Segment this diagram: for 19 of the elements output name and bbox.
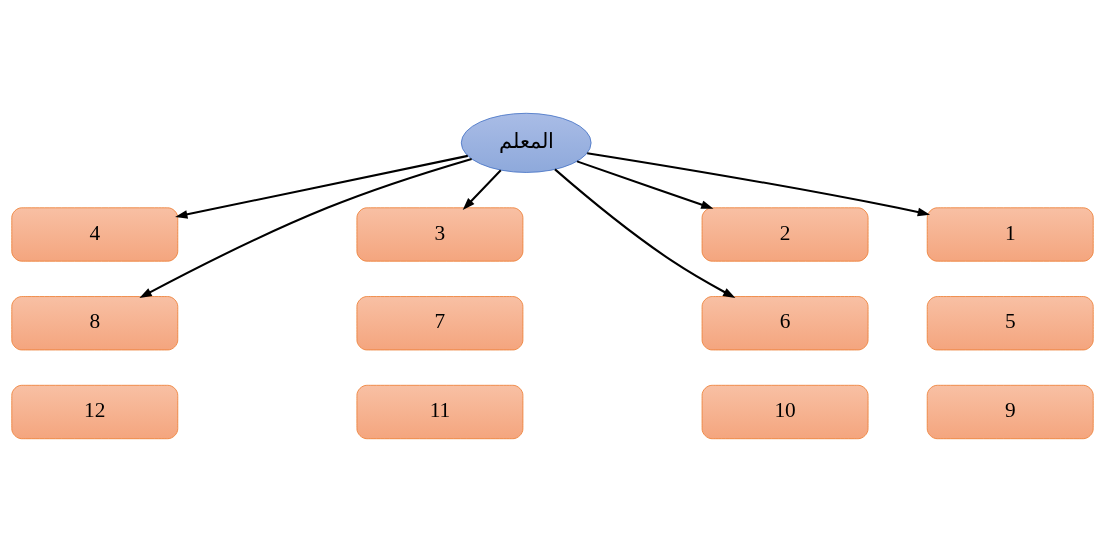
node-box: 8 (11, 296, 179, 351)
node-ellipse: المعلم (460, 112, 592, 173)
node-box: 2 (701, 207, 869, 262)
arrow (554, 168, 736, 298)
node-box: 7 (356, 296, 524, 351)
arrow (139, 157, 472, 298)
node-box: 3 (356, 207, 524, 262)
arrow (462, 169, 502, 210)
arrow (576, 160, 714, 209)
node-box: 12 (11, 384, 179, 440)
node-box: 11 (356, 384, 524, 440)
node-box: 4 (11, 207, 179, 262)
node-box: 6 (701, 296, 869, 351)
arrow (175, 154, 468, 219)
node-box: 9 (926, 384, 1094, 440)
node-box: 10 (701, 384, 869, 440)
node-box: 5 (926, 296, 1094, 351)
node-box: 1 (926, 207, 1094, 262)
arrow (587, 152, 931, 217)
